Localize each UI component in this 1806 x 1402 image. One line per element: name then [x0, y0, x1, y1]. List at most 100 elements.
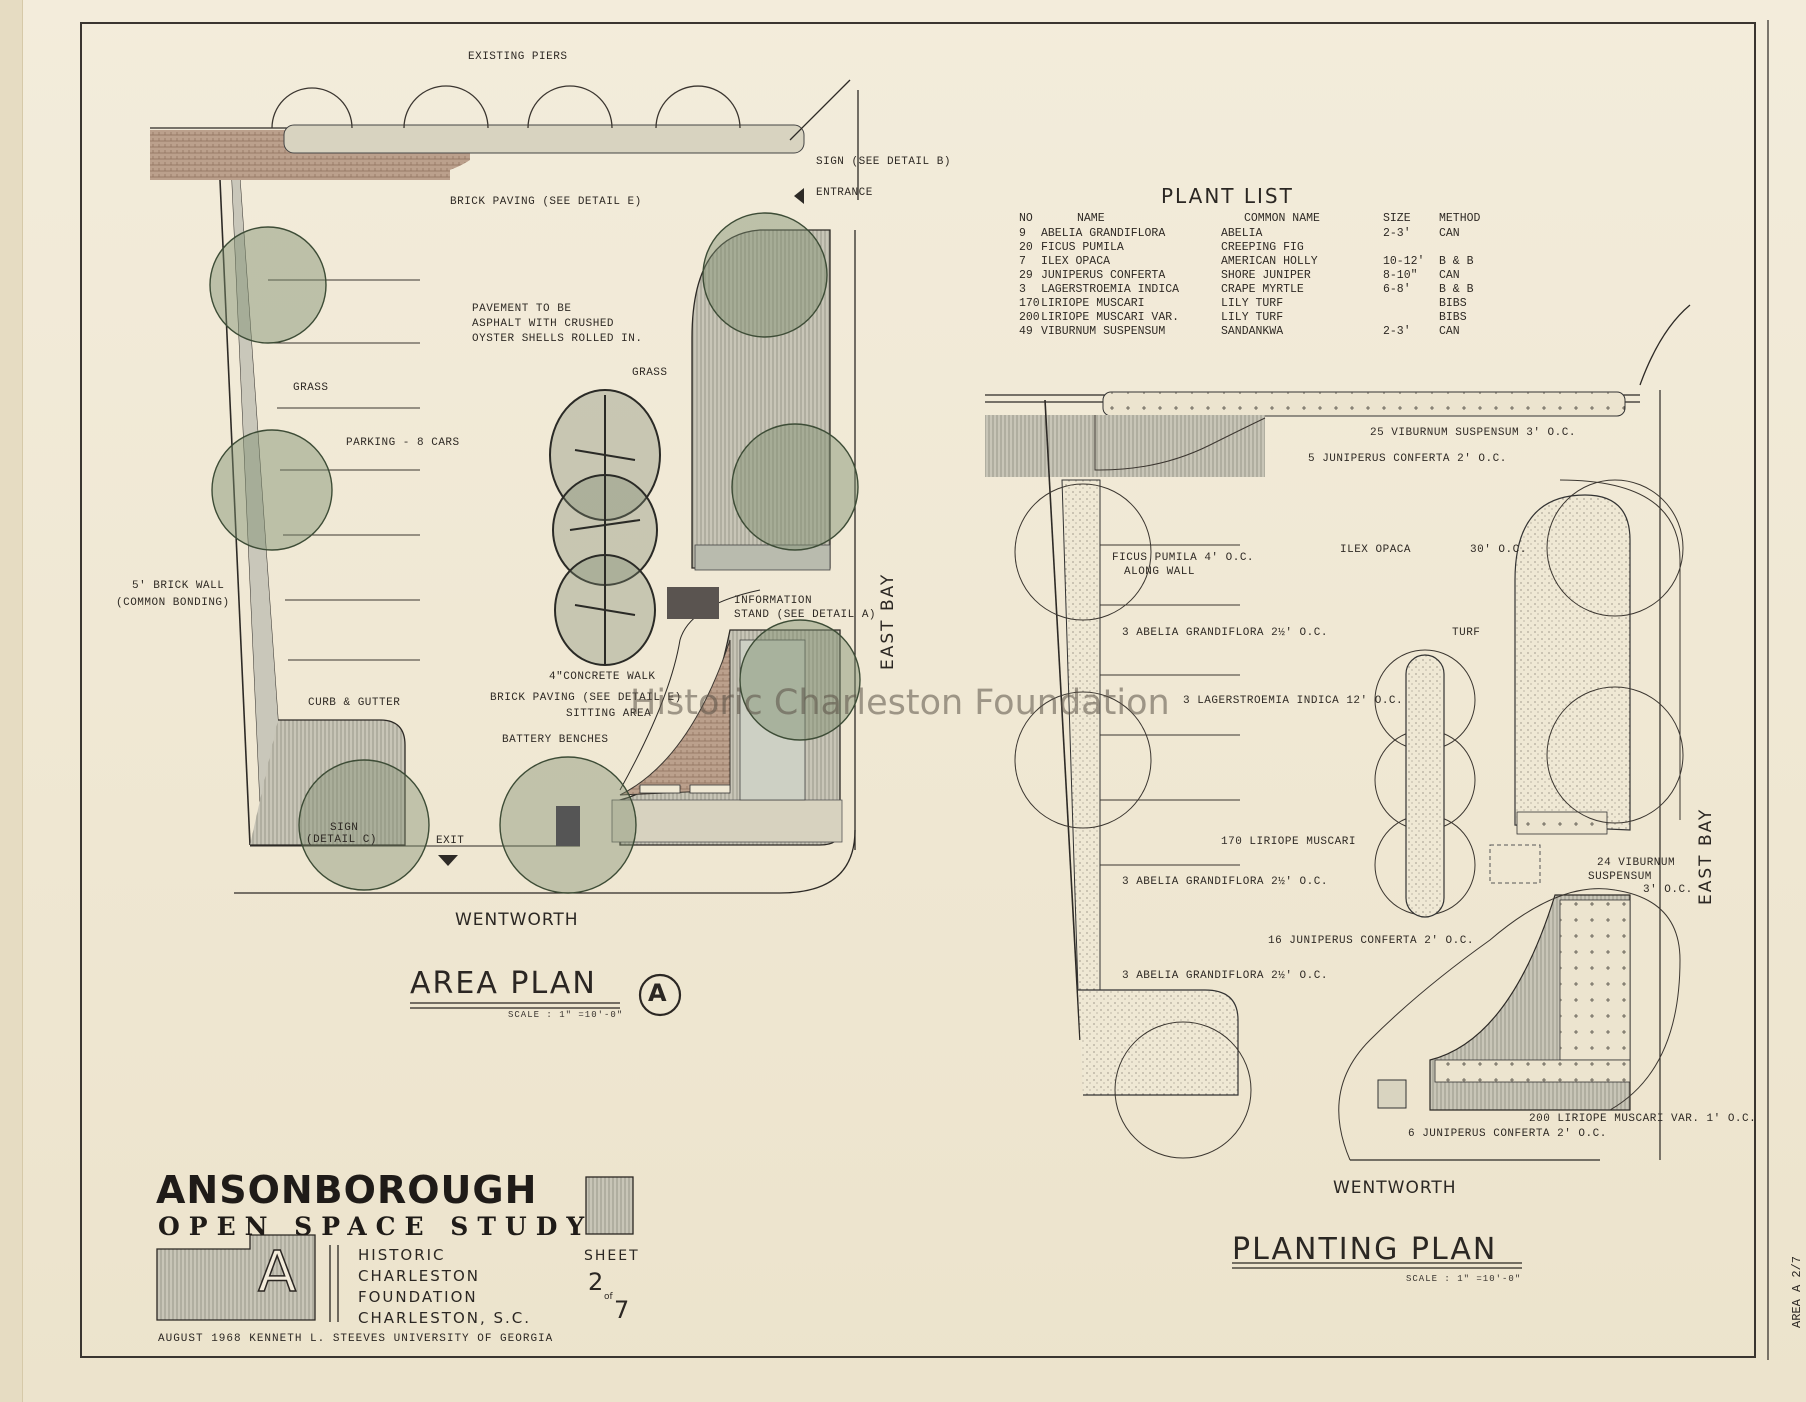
cell-common: SANDANKWA	[1221, 325, 1284, 338]
label-common-bonding: (COMMON BONDING)	[116, 597, 230, 609]
label-pavement-3: OYSTER SHELLS ROLLED IN.	[472, 333, 643, 345]
cell-size: 8-10"	[1383, 269, 1418, 282]
col-name: NAME	[1077, 212, 1105, 225]
label-ficus-1: FICUS PUMILA 4' o.c.	[1112, 552, 1255, 564]
label-detail-c: (DETAIL C)	[306, 834, 378, 846]
cell-method: B & B	[1439, 283, 1474, 296]
cell-common: LILY TURF	[1221, 311, 1284, 324]
information-stand-plan	[1377, 1079, 1407, 1109]
label-lagerstroemia: 3 LAGERSTROEMIA INDICA 12' o.c.	[1183, 695, 1404, 707]
org-line-1: HISTORIC	[358, 1246, 446, 1264]
existing-piers	[271, 85, 741, 129]
cell-no: 9	[1019, 227, 1026, 240]
cell-size: 2-3'	[1383, 325, 1411, 338]
cell-no: 29	[1019, 269, 1033, 282]
label-ilex: ILEX OPACA	[1340, 544, 1412, 556]
area-plan-title: AREA PLAN	[410, 966, 597, 1001]
sheet-of: of	[604, 1292, 613, 1302]
label-juniperus-6: 6 JUNIPERUS CONFERTA 2' o.c.	[1408, 1128, 1607, 1140]
label-entrance: ENTRANCE	[816, 187, 873, 199]
col-common-name: COMMON NAME	[1244, 212, 1320, 225]
label-stand-detail: STAND (SEE DETAIL A)	[734, 609, 877, 621]
crape-myrtle-group	[549, 389, 661, 666]
label-parking: PARKING - 8 CARS	[346, 437, 460, 449]
cell-name: LAGERSTROEMIA INDICA	[1041, 283, 1180, 296]
label-information: INFORMATION	[734, 595, 813, 607]
planting-street-wentworth: WENTWORTH	[1333, 1178, 1457, 1198]
area-plan-badge: A	[648, 979, 667, 1007]
cell-size: 2-3'	[1383, 227, 1411, 240]
label-liriope-170: 170 LIRIOPE MUSCARI	[1221, 836, 1356, 848]
label-brick-wall: 5' BRICK WALL	[132, 580, 225, 592]
label-abelia-a: 3 ABELIA GRANDIFLORA 2½' o.c.	[1122, 627, 1328, 639]
label-ficus-2: ALONG WALL	[1124, 566, 1196, 578]
org-line-3: FOUNDATION	[358, 1288, 478, 1306]
label-sign-c: SIGN	[330, 822, 359, 834]
sheet-total: 7	[614, 1296, 630, 1324]
planting-plan-title: PLANTING PLAN	[1232, 1232, 1498, 1267]
cell-size: 10-12'	[1383, 255, 1425, 268]
title-swatch	[585, 1176, 634, 1235]
side-sheet-code: AREA A 2/7	[1790, 1255, 1804, 1328]
label-juniperus-16: 16 JUNIPERUS CONFERTA 2' o.c.	[1268, 935, 1474, 947]
cell-common: ABELIA	[1221, 227, 1263, 240]
label-viburnum-25: 25 VIBURNUM SUSPENSUM 3' o.c.	[1370, 427, 1576, 439]
label-concrete-walk: 4"CONCRETE WALK	[549, 671, 656, 683]
label-curb-gutter: CURB & GUTTER	[308, 697, 401, 709]
cell-common: SHORE JUNIPER	[1221, 269, 1311, 282]
label-sign-b: SIGN (SEE DETAIL B)	[816, 156, 951, 168]
project-title: ANSONBOROUGH	[156, 1168, 538, 1212]
label-turf: TURF	[1452, 627, 1481, 639]
cell-method: B & B	[1439, 255, 1474, 268]
cell-name: VIBURNUM SUSPENSUM	[1041, 325, 1166, 338]
label-viburnum-24-1: 24 VIBURNUM	[1597, 857, 1676, 869]
project-subtitle: OPEN SPACE STUDY	[158, 1212, 594, 1241]
cell-name: JUNIPERUS CONFERTA	[1041, 269, 1166, 282]
sheet-letter-box	[156, 1234, 316, 1321]
cell-method: BIBS	[1439, 311, 1467, 324]
label-brick-sitting: BRICK PAVING (SEE DETAIL E)	[490, 692, 682, 704]
area-plan-badge-circle	[638, 973, 682, 1017]
cell-no: 49	[1019, 325, 1033, 338]
pier-hedge	[283, 124, 805, 154]
label-grass-right: GRASS	[632, 367, 668, 379]
cell-no: 170	[1019, 297, 1040, 310]
sheet-letter: A	[257, 1239, 297, 1306]
cell-common: AMERICAN HOLLY	[1221, 255, 1318, 268]
area-plan-scale: SCALE : 1" =10'-0"	[508, 1010, 624, 1020]
cell-no: 3	[1019, 283, 1026, 296]
liriope-bed	[1405, 654, 1445, 918]
drawing-border	[80, 22, 1756, 1358]
cell-name: LIRIOPE MUSCARI	[1041, 297, 1145, 310]
cell-common: CRAPE MYRTLE	[1221, 283, 1304, 296]
cell-no: 7	[1019, 255, 1026, 268]
org-line-2: CHARLESTON	[358, 1267, 480, 1285]
col-no: NO	[1019, 212, 1033, 225]
cell-name: ILEX OPACA	[1041, 255, 1111, 268]
label-sitting-area: SITTING AREA	[566, 708, 652, 720]
label-grass-left: GRASS	[293, 382, 329, 394]
cell-method: CAN	[1439, 269, 1460, 282]
cell-no: 200	[1019, 311, 1040, 324]
label-viburnum-24-2: SUSPENSUM	[1588, 871, 1652, 883]
label-juniperus-5: 5 JUNIPERUS CONFERTA 2' o.c.	[1308, 453, 1507, 465]
plant-list-heading: PLANT LIST	[1161, 184, 1294, 208]
sign-c	[556, 806, 580, 846]
org-line-4: CHARLESTON, S.C.	[358, 1309, 532, 1327]
planting-plan-scale: SCALE : 1" =10'-0"	[1406, 1274, 1522, 1284]
sheet-label: SHEET	[584, 1248, 640, 1264]
label-liriope-200: 200 LIRIOPE MUSCARI VAR. 1' o.c.	[1529, 1113, 1757, 1125]
label-abelia-b: 3 ABELIA GRANDIFLORA 2½' o.c.	[1122, 876, 1328, 888]
label-pavement-2: ASPHALT WITH CRUSHED	[472, 318, 615, 330]
drawing-credit: AUGUST 1968 KENNETH L. STEEVES UNIVERSIT…	[158, 1333, 554, 1345]
cell-method: CAN	[1439, 325, 1460, 338]
sheet-number: 2	[588, 1268, 604, 1296]
area-street-wentworth: WENTWORTH	[455, 910, 579, 930]
cell-size: 6-8'	[1383, 283, 1411, 296]
cell-method: BIBS	[1439, 297, 1467, 310]
label-viburnum-24-3: 3' o.c.	[1643, 884, 1693, 896]
label-battery-benches: BATTERY BENCHES	[502, 734, 609, 746]
area-plan-trees	[209, 212, 861, 894]
cell-name: FICUS PUMILA	[1041, 241, 1124, 254]
cell-method: CAN	[1439, 227, 1460, 240]
